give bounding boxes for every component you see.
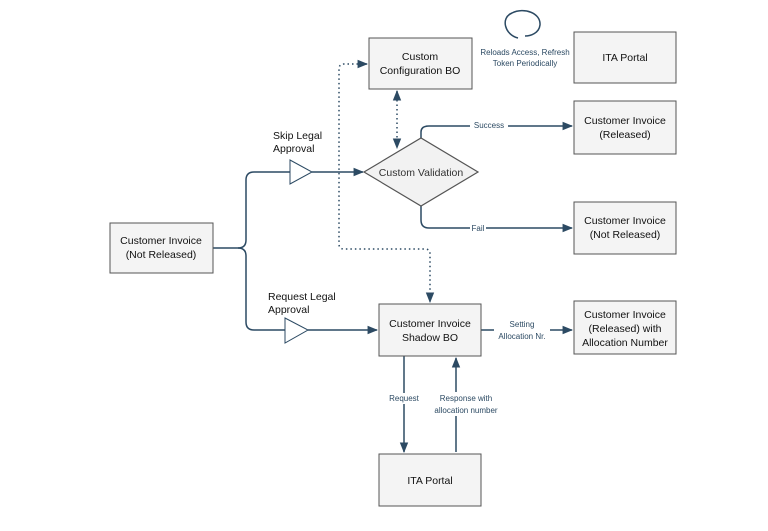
connector-invoice-to-branches <box>213 171 290 249</box>
node-custom-configuration-bo: Custom Configuration BO <box>368 37 473 90</box>
node-text-line: (Released) with <box>589 323 662 335</box>
node-text-line: ITA Portal <box>602 52 647 64</box>
request-approval-gate <box>284 317 310 344</box>
node-text-line: (Not Released) <box>126 249 197 261</box>
node-customer-invoice-not-released: Customer Invoice (Not Released) <box>109 222 214 274</box>
node-text-line: Custom Validation <box>379 167 464 179</box>
skip-approval-gate <box>289 159 314 185</box>
node-text-line: Custom <box>402 51 438 63</box>
node-text-line: (Not Released) <box>590 229 661 241</box>
edge-label-setting-line2: Allocation Nr. <box>498 332 545 341</box>
edge-label-request: Request <box>389 394 420 403</box>
node-ita-portal-top: ITA Portal <box>573 31 677 84</box>
edge-label-fail: Fail <box>472 224 485 233</box>
edge-label-setting-line1: Setting <box>510 320 535 329</box>
node-text-line: Customer Invoice <box>389 318 471 330</box>
edge-label-reloads-access-line2: Token Periodically <box>493 59 557 68</box>
edge-label-success: Success <box>474 121 504 130</box>
connector-invoice-to-request-approval <box>237 247 285 331</box>
node-customer-invoice-not-released-right: Customer Invoice (Not Released) <box>573 201 677 255</box>
node-ita-portal-bottom: ITA Portal <box>378 453 482 507</box>
node-customer-invoice-released: Customer Invoice (Released) <box>573 100 677 155</box>
skip-legal-approval-line1: Skip Legal <box>273 130 322 142</box>
edge-labels: Reloads Access, Refresh Token Periodical… <box>386 44 580 416</box>
connector-validation-fail <box>420 206 574 233</box>
edge-label-response-line2: allocation number <box>434 406 497 415</box>
refresh-loop-curl <box>504 9 541 39</box>
gates: Skip Legal Approval Request Legal Approv… <box>268 130 336 344</box>
edge-label-reloads-access-line1: Reloads Access, Refresh <box>480 48 569 57</box>
node-text-line: Shadow BO <box>402 332 458 344</box>
request-legal-approval-line1: Request Legal <box>268 291 336 303</box>
node-text-line: Customer Invoice <box>120 235 202 247</box>
node-text-line: Allocation Number <box>582 337 668 349</box>
request-legal-approval-line2: Approval <box>268 304 309 316</box>
node-text-line: Customer Invoice <box>584 115 666 127</box>
node-text-line: (Released) <box>599 129 650 141</box>
node-customer-invoice-shadow-bo: Customer Invoice Shadow BO <box>378 303 482 357</box>
node-custom-validation: Custom Validation <box>362 137 480 207</box>
node-text-line: Customer Invoice <box>584 309 666 321</box>
edge-label-response-line1: Response with <box>440 394 492 403</box>
skip-legal-approval-line2: Approval <box>273 143 314 155</box>
node-customer-invoice-released-allocation: Customer Invoice (Released) with Allocat… <box>573 300 677 355</box>
node-text-line: Customer Invoice <box>584 215 666 227</box>
node-text-line: ITA Portal <box>407 475 452 487</box>
node-text-line: Configuration BO <box>380 65 461 77</box>
